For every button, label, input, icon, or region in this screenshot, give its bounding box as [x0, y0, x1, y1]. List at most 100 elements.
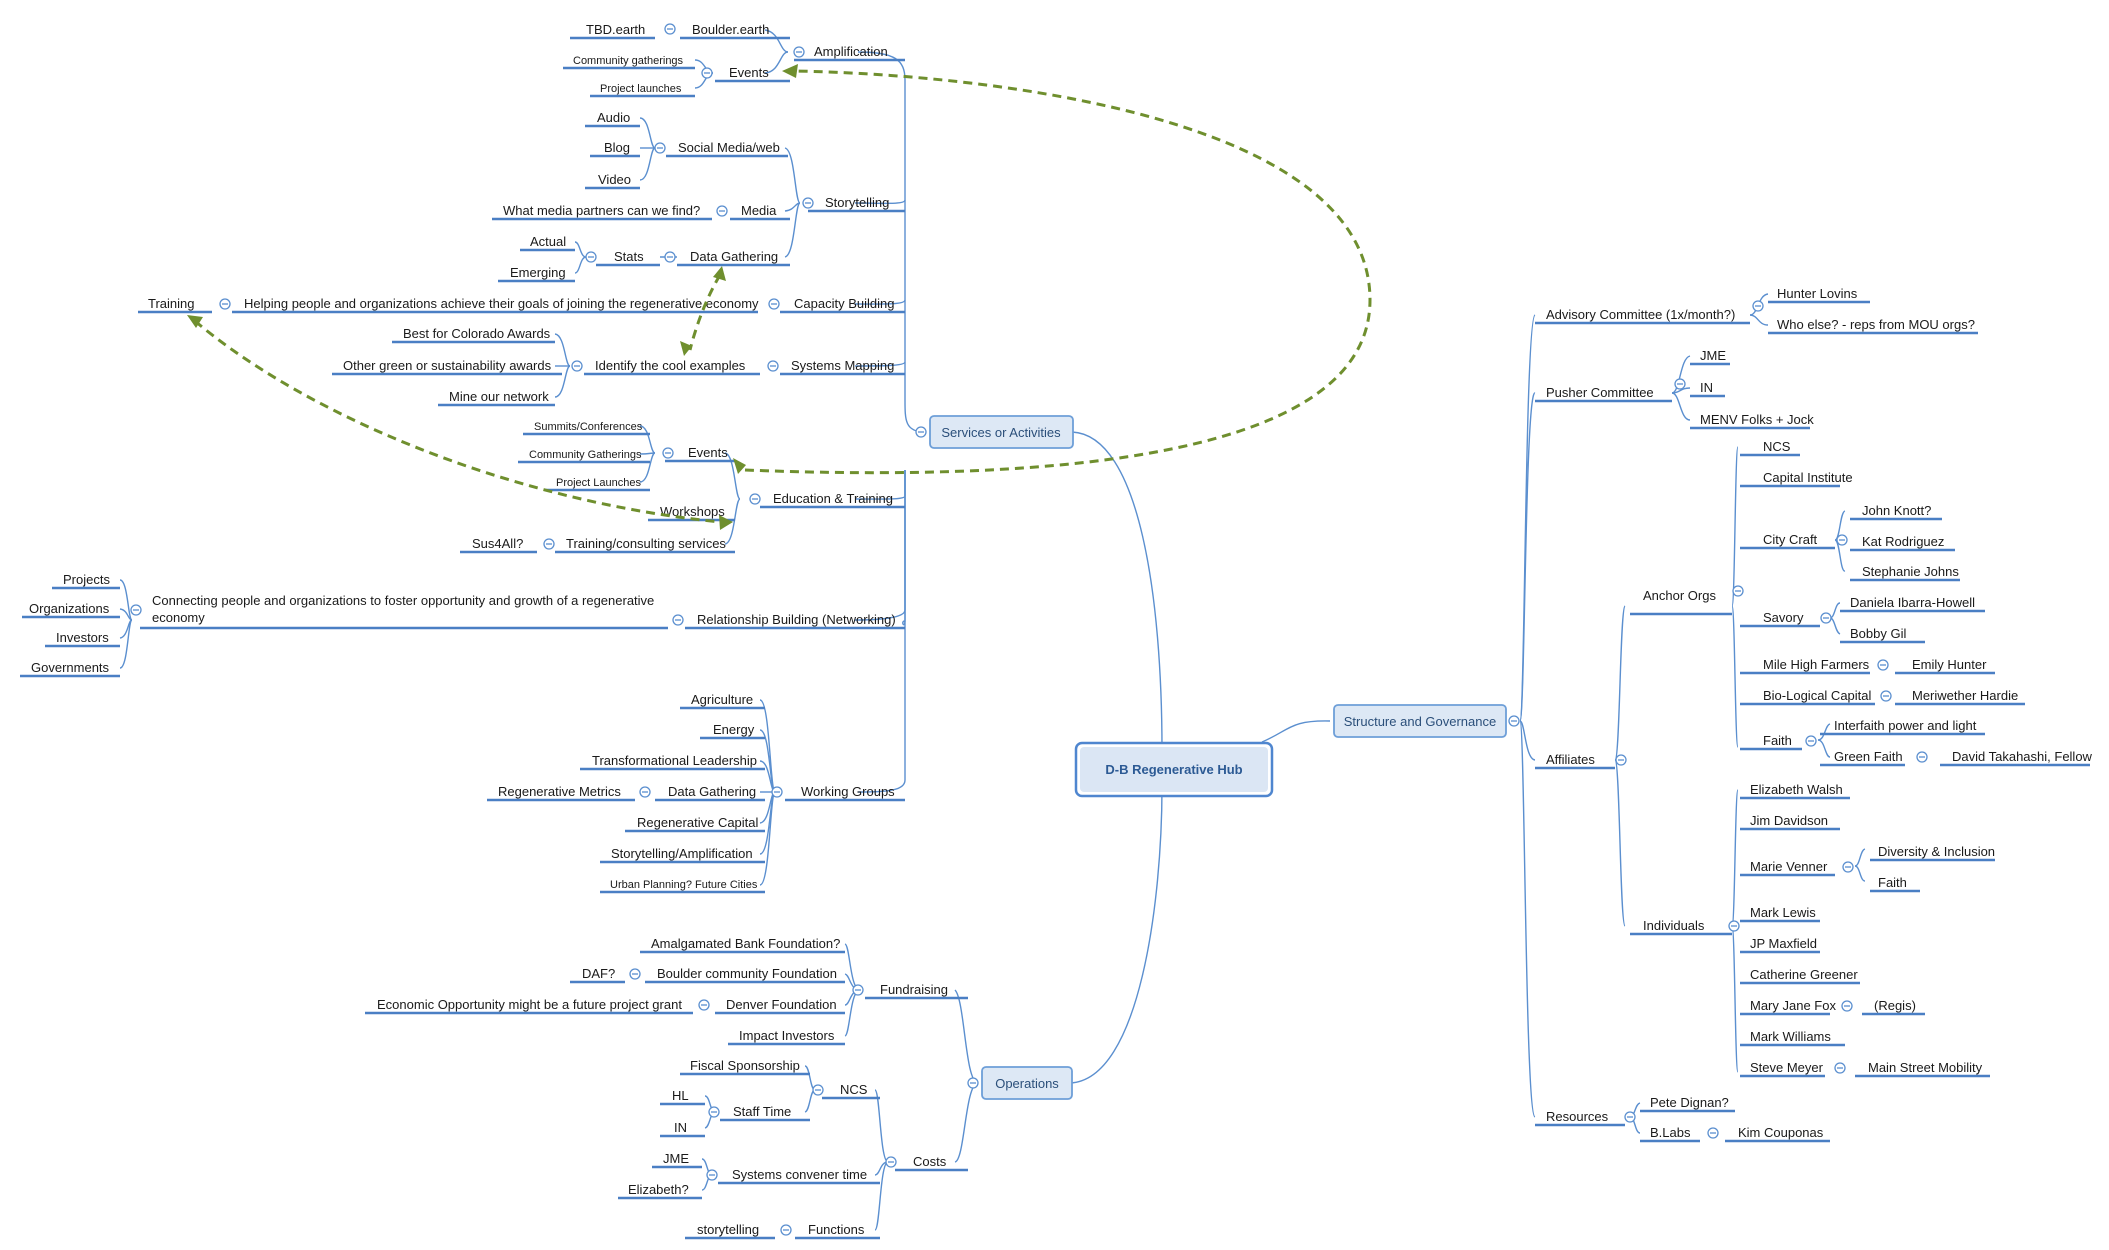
node-denver[interactable]: Denver Foundation	[726, 997, 837, 1012]
node-sus4all[interactable]: Sus4All?	[472, 536, 523, 551]
node-organizations[interactable]: Organizations	[29, 601, 110, 616]
node-affiliates[interactable]: Affiliates	[1546, 752, 1595, 767]
node-regen-capital[interactable]: Regenerative Capital	[637, 815, 759, 830]
node-hl[interactable]: HL	[672, 1088, 689, 1103]
node-city-craft[interactable]: City Craft	[1763, 532, 1818, 547]
node-governments[interactable]: Governments	[31, 660, 110, 675]
node-education-training[interactable]: Education & Training	[773, 491, 893, 506]
collapse-toggle-icon[interactable]	[915, 426, 927, 438]
node-david[interactable]: David Takahashi, Fellow	[1952, 749, 2093, 764]
node-pusher[interactable]: Pusher Committee	[1546, 385, 1654, 400]
collapse-toggle-icon[interactable]	[706, 1169, 718, 1181]
node-pusher-jme[interactable]: JME	[1700, 348, 1726, 363]
node-main-street[interactable]: Main Street Mobility	[1868, 1060, 1983, 1075]
node-stats[interactable]: Stats	[614, 249, 644, 264]
node-emily[interactable]: Emily Hunter	[1912, 657, 1987, 672]
collapse-toggle-icon[interactable]	[664, 251, 676, 263]
node-blog[interactable]: Blog	[604, 140, 630, 155]
node-jme[interactable]: JME	[663, 1151, 689, 1166]
node-training-services[interactable]: Training/consulting services	[566, 536, 726, 551]
node-john-knott[interactable]: John Knott?	[1862, 503, 1931, 518]
node-workshops[interactable]: Workshops	[660, 504, 725, 519]
collapse-toggle-icon[interactable]	[1615, 754, 1627, 766]
collapse-toggle-icon[interactable]	[1820, 612, 1832, 624]
node-ncs[interactable]: NCS	[840, 1082, 868, 1097]
collapse-toggle-icon[interactable]	[1624, 1111, 1636, 1123]
collapse-toggle-icon[interactable]	[708, 1106, 720, 1118]
node-staff-time[interactable]: Staff Time	[733, 1104, 791, 1119]
node-fiscal[interactable]: Fiscal Sponsorship	[690, 1058, 800, 1073]
node-stephanie[interactable]: Stephanie Johns	[1862, 564, 1959, 579]
collapse-toggle-icon[interactable]	[967, 1077, 979, 1089]
node-convener[interactable]: Systems convener time	[732, 1167, 867, 1182]
node-edu-events[interactable]: Events	[688, 445, 728, 460]
connecting-people-text[interactable]: Connecting people and organizations to f…	[152, 593, 655, 625]
node-amalgamated[interactable]: Amalgamated Bank Foundation?	[651, 936, 840, 951]
collapse-toggle-icon[interactable]	[219, 298, 231, 310]
collapse-toggle-icon[interactable]	[1877, 659, 1889, 671]
node-jp[interactable]: JP Maxfield	[1750, 936, 1817, 951]
node-mary-jane[interactable]: Mary Jane Fox	[1750, 998, 1836, 1013]
collapse-toggle-icon[interactable]	[802, 197, 814, 209]
node-hunter[interactable]: Hunter Lovins	[1777, 286, 1858, 301]
node-kat[interactable]: Kat Rodriguez	[1862, 534, 1944, 549]
node-who-else[interactable]: Who else? - reps from MOU orgs?	[1777, 317, 1975, 332]
node-actual[interactable]: Actual	[530, 234, 566, 249]
collapse-toggle-icon[interactable]	[698, 999, 710, 1011]
collapse-toggle-icon[interactable]	[130, 604, 142, 616]
collapse-toggle-icon[interactable]	[1674, 378, 1686, 390]
node-media[interactable]: Media	[741, 203, 777, 218]
node-story-amp[interactable]: Storytelling/Amplification	[611, 846, 753, 861]
collapse-toggle-icon[interactable]	[664, 23, 676, 35]
node-elizabeth[interactable]: Elizabeth?	[628, 1182, 689, 1197]
topic-structure[interactable]: Structure and Governance	[1333, 704, 1507, 738]
relationship-line[interactable]	[194, 319, 721, 524]
relationship-line[interactable]	[744, 69, 1372, 475]
collapse-toggle-icon[interactable]	[793, 46, 805, 58]
node-elizabeth-walsh[interactable]: Elizabeth Walsh	[1750, 782, 1843, 797]
node-savory[interactable]: Savory	[1763, 610, 1804, 625]
node-agriculture[interactable]: Agriculture	[691, 692, 753, 707]
node-capacity-building[interactable]: Capacity Building	[794, 296, 894, 311]
collapse-toggle-icon[interactable]	[571, 360, 583, 372]
collapse-toggle-icon[interactable]	[812, 1084, 824, 1096]
collapse-toggle-icon[interactable]	[654, 142, 666, 154]
node-summits[interactable]: Summits/Conferences	[534, 421, 643, 433]
node-pete[interactable]: Pete Dignan?	[1650, 1095, 1729, 1110]
node-fundraising[interactable]: Fundraising	[880, 982, 948, 997]
collapse-toggle-icon[interactable]	[852, 984, 864, 996]
node-bobby[interactable]: Bobby Gil	[1850, 626, 1906, 641]
node-boulder-cf[interactable]: Boulder community Foundation	[657, 966, 837, 981]
collapse-toggle-icon[interactable]	[780, 1224, 792, 1236]
node-training[interactable]: Training	[148, 296, 194, 311]
node-investors[interactable]: Investors	[56, 630, 109, 645]
node-relationship-building[interactable]: Relationship Building (Networking)	[697, 612, 896, 627]
collapse-toggle-icon[interactable]	[767, 360, 779, 372]
node-social-media[interactable]: Social Media/web	[678, 140, 780, 155]
node-tbd-earth[interactable]: TBD.earth	[586, 22, 645, 37]
collapse-toggle-icon[interactable]	[749, 493, 761, 505]
node-green-faith[interactable]: Green Faith	[1834, 749, 1903, 764]
node-daniela[interactable]: Daniela Ibarra-Howell	[1850, 595, 1975, 610]
collapse-toggle-icon[interactable]	[1732, 585, 1744, 597]
collapse-toggle-icon[interactable]	[1842, 861, 1854, 873]
node-data-gathering[interactable]: Data Gathering	[690, 249, 778, 264]
node-other-awards[interactable]: Other green or sustainability awards	[343, 358, 552, 373]
collapse-toggle-icon[interactable]	[672, 614, 684, 626]
node-functions[interactable]: Functions	[808, 1222, 865, 1237]
node-media-partners[interactable]: What media partners can we find?	[503, 203, 700, 218]
collapse-toggle-icon[interactable]	[701, 67, 713, 79]
node-urban-planning[interactable]: Urban Planning? Future Cities	[610, 879, 758, 891]
node-in[interactable]: IN	[674, 1120, 687, 1135]
collapse-toggle-icon[interactable]	[1916, 751, 1928, 763]
collapse-toggle-icon[interactable]	[543, 538, 555, 550]
node-econ-opportunity[interactable]: Economic Opportunity might be a future p…	[377, 997, 682, 1012]
central-topic[interactable]: D-B Regenerative Hub	[1074, 741, 1274, 798]
node-faith[interactable]: Faith	[1763, 733, 1792, 748]
collapse-toggle-icon[interactable]	[1834, 1062, 1846, 1074]
topic-operations[interactable]: Operations	[981, 1066, 1073, 1100]
collapse-toggle-icon[interactable]	[662, 447, 674, 459]
node-community-gatherings-2[interactable]: Community Gatherings	[529, 449, 642, 461]
collapse-toggle-icon[interactable]	[1841, 1000, 1853, 1012]
node-interfaith[interactable]: Interfaith power and light	[1834, 718, 1977, 733]
